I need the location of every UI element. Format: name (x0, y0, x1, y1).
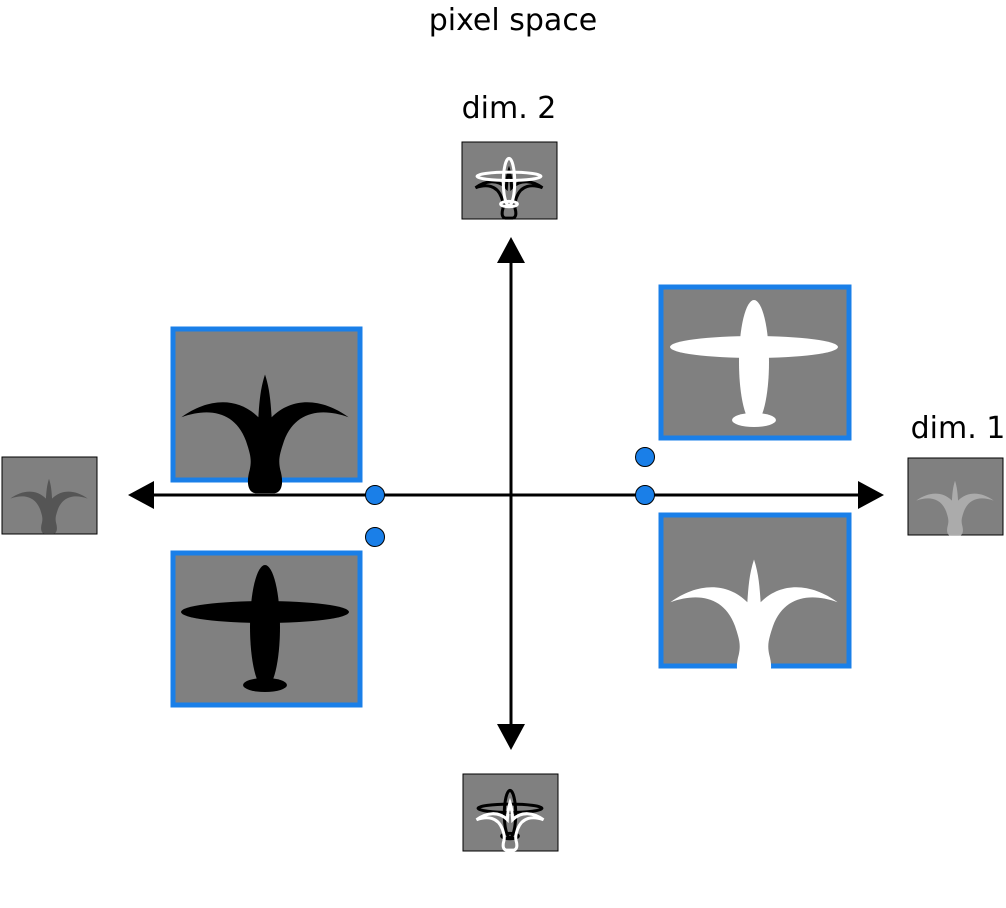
upper-right-tile (658, 284, 852, 441)
dim1-positive-tile (907, 457, 1004, 536)
dim2-axis-label: dim. 2 (462, 91, 557, 126)
dim1-right-arrowhead (858, 481, 884, 509)
diagram-title: pixel space (429, 3, 598, 38)
upper-left-tile (170, 326, 363, 494)
point-left-on-axis (365, 485, 385, 505)
lower-right-tile (658, 512, 852, 679)
point-right-on-axis (635, 485, 655, 505)
point-right-above-axis (635, 447, 655, 467)
dim2-axis (497, 237, 525, 750)
dim1-left-arrowhead (128, 481, 154, 509)
dim1-negative-tile (1, 456, 98, 535)
dim2-positive-tile (461, 141, 558, 220)
lower-left-tile (170, 550, 363, 708)
dim2-negative-tile (462, 773, 559, 852)
point-left-below-axis (365, 527, 385, 547)
dim1-axis-label: dim. 1 (911, 411, 1006, 446)
dim1-axis (128, 481, 884, 509)
dim2-top-arrowhead (497, 237, 525, 263)
dim2-bottom-arrowhead (497, 724, 525, 750)
